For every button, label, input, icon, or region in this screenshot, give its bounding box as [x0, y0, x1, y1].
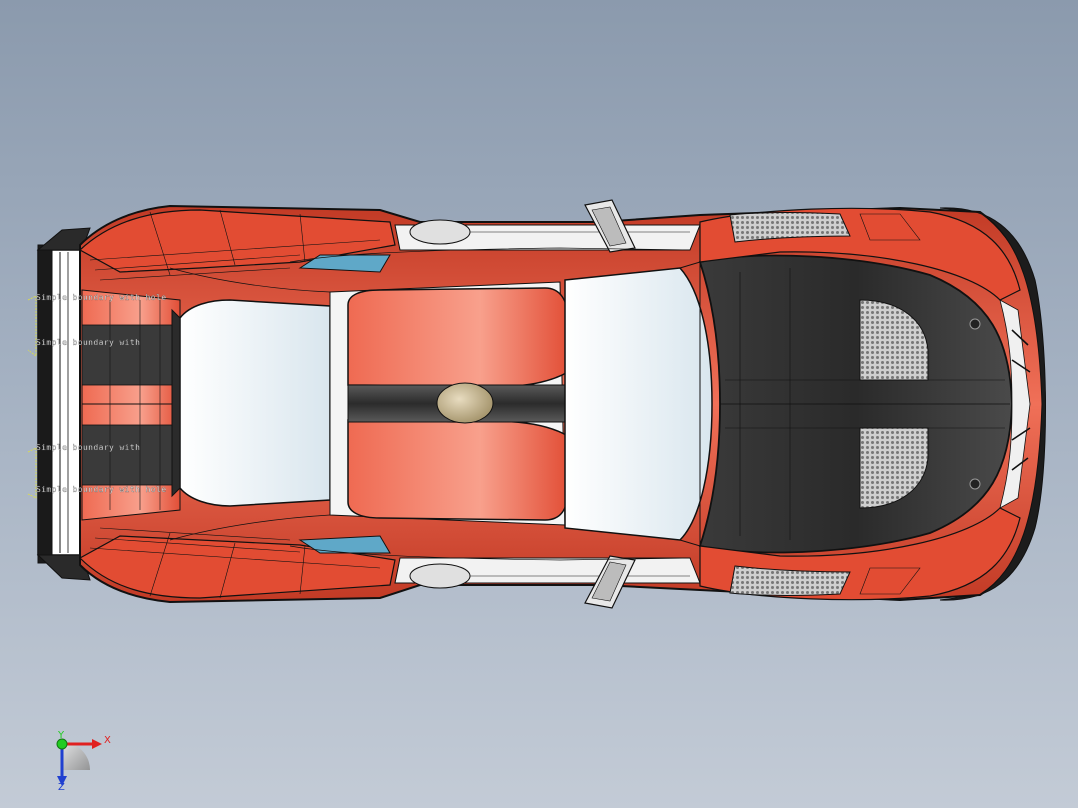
rear-fender-bottom[interactable] — [79, 527, 396, 599]
annotation-note[interactable]: Simple boundary with — [36, 338, 140, 347]
annotation-notes[interactable]: Simple boundary with hole Simple boundar… — [27, 293, 166, 499]
rear-deck[interactable] — [81, 289, 181, 521]
front-fender-top[interactable] — [699, 207, 1021, 301]
y-axis-dot-icon — [56, 738, 68, 750]
front-fender-bottom[interactable] — [699, 507, 1021, 601]
x-axis-arrow-icon — [92, 739, 102, 749]
annotation-note[interactable]: Simple boundary with hole — [36, 293, 166, 302]
annotation-note[interactable]: Simple boundary with hole — [36, 485, 166, 494]
mirror-top[interactable] — [584, 199, 636, 253]
rear-window[interactable] — [171, 299, 331, 507]
front-splitter[interactable] — [939, 207, 1046, 601]
view-triad[interactable]: X Y Z — [56, 730, 111, 793]
body-contours — [169, 247, 691, 561]
z-axis-label: Z — [58, 782, 65, 793]
annotation-note[interactable]: Simple boundary with — [36, 443, 140, 452]
hood[interactable] — [698, 254, 1013, 554]
y-axis-label: Y — [57, 730, 65, 741]
z-axis-arrow-icon — [57, 776, 67, 786]
roof[interactable] — [329, 281, 569, 526]
mirror-bottom[interactable] — [584, 555, 636, 609]
windshield[interactable] — [564, 261, 713, 547]
rear-wing[interactable] — [36, 227, 91, 581]
x-axis-label: X — [104, 735, 111, 746]
